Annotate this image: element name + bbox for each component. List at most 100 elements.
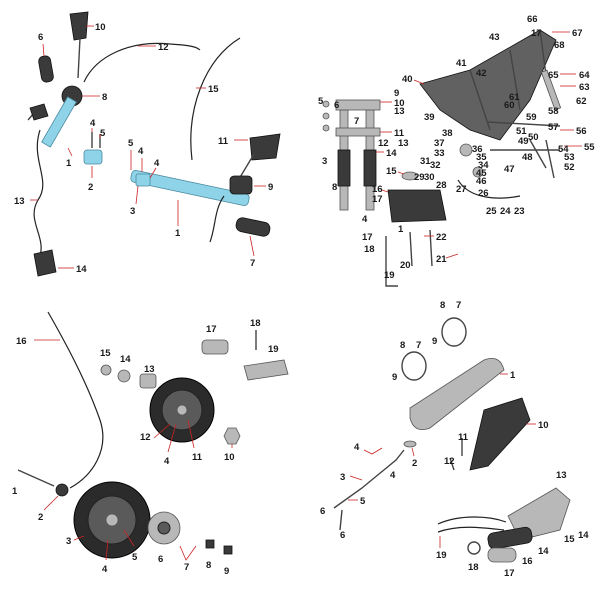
bearing-14 [117,369,131,383]
callout-h4a: 4 [90,118,96,129]
callout-f60: 60 [504,100,515,111]
callout-e5: 5 [360,496,366,507]
spacer-13 [139,373,157,389]
callout-f13b: 13 [398,138,409,149]
callout-f64: 64 [579,70,590,81]
callout-e7a: 7 [456,300,461,311]
left-mirror [69,11,89,79]
clamp-upper [441,317,467,347]
callout-h5a: 5 [100,128,106,139]
exhaust-assembly [333,317,571,563]
callout-f33: 33 [434,148,445,159]
callout-f26: 26 [478,188,489,199]
handlebar-assembly [27,11,281,277]
callout-f9: 9 [394,88,399,99]
callout-e14a: 14 [578,530,589,541]
callout-f62: 62 [576,96,587,107]
callout-f48: 48 [522,152,533,163]
callout-e8a: 8 [440,300,445,311]
exhaust-pipe [333,449,405,509]
callout-f6: 6 [334,100,339,111]
callout-f40: 40 [402,74,413,85]
callout-e9a: 9 [432,336,437,347]
callout-f30: 30 [424,172,435,183]
callout-f34: 34 [478,160,489,171]
callout-f49: 49 [518,136,529,147]
side-stand [529,139,555,179]
exhaust-callouts: 8 7 8 7 9 9 1 10 11 4 2 12 4 3 13 5 6 6 … [320,300,589,579]
callout-f15: 15 [386,166,397,177]
callout-f1: 1 [398,224,404,235]
callout-h10: 10 [95,22,106,33]
callout-f20: 20 [400,260,411,271]
callout-e12: 12 [444,456,455,467]
callout-h5b: 5 [128,138,134,149]
callout-w18: 18 [250,318,261,329]
callout-w10: 10 [224,452,235,463]
callout-f14: 14 [386,148,397,159]
callout-h1b: 1 [175,228,181,239]
callout-h15: 15 [208,84,219,95]
callout-f41: 41 [456,58,467,69]
callout-w3: 3 [66,536,71,547]
front-fork [335,99,381,211]
callout-f24: 24 [500,206,511,217]
callout-f31: 31 [420,156,431,167]
callout-f46: 46 [476,176,487,187]
left-grip [38,55,54,83]
callout-h4b: 4 [138,146,144,157]
callout-f58: 58 [548,106,559,117]
callout-e7b: 7 [416,340,421,351]
sensor-wires [437,516,507,533]
callout-e10: 10 [538,420,549,431]
brake-cable [190,37,241,161]
right-grip [235,217,271,237]
callout-w14: 14 [120,354,131,365]
callout-f51: 51 [516,126,527,137]
callout-f45: 45 [476,168,487,179]
callout-h13: 13 [14,196,25,207]
callout-f53: 53 [564,152,575,163]
callout-f55: 55 [584,142,595,153]
callout-f54: 54 [558,144,569,155]
callout-f63: 63 [579,82,590,93]
callout-e18: 18 [468,562,479,573]
callout-h12: 12 [158,42,169,53]
callout-w19: 19 [268,344,279,355]
wheels-assembly [17,311,289,559]
wire-harness [33,129,44,257]
callout-f4: 4 [362,214,368,225]
right-switch [229,175,253,195]
callout-f29: 29 [414,172,425,183]
callout-f39: 39 [424,112,435,123]
callout-f11: 11 [394,128,405,139]
callout-f10: 10 [394,98,405,109]
callout-f17b: 17 [372,194,383,205]
callout-f32: 32 [430,160,441,171]
rear-hub [201,339,229,355]
callout-f43: 43 [489,32,500,43]
callout-w13: 13 [144,364,155,375]
callout-h1a: 1 [66,158,72,169]
callout-e14b: 14 [538,546,549,557]
callout-h4c: 4 [154,158,160,169]
handlebar-tube [130,170,250,206]
callout-f42: 42 [476,68,487,79]
callout-w12: 12 [140,432,151,443]
callout-w1: 1 [12,486,18,497]
heat-shield [469,397,531,471]
callout-e9b: 9 [392,372,397,383]
callout-f5: 5 [318,96,324,107]
callout-w4a: 4 [164,456,170,467]
callout-e2: 2 [412,458,417,469]
callout-e17: 17 [504,568,515,579]
callout-h3: 3 [130,206,135,217]
callout-w11: 11 [192,452,203,463]
callout-f21: 21 [436,254,447,265]
callout-f18: 18 [364,244,375,255]
callout-e16: 16 [522,556,533,567]
callout-e11: 11 [458,432,469,443]
callout-f28: 28 [436,180,447,191]
callout-h14: 14 [76,264,87,275]
callout-w4b: 4 [102,564,108,575]
